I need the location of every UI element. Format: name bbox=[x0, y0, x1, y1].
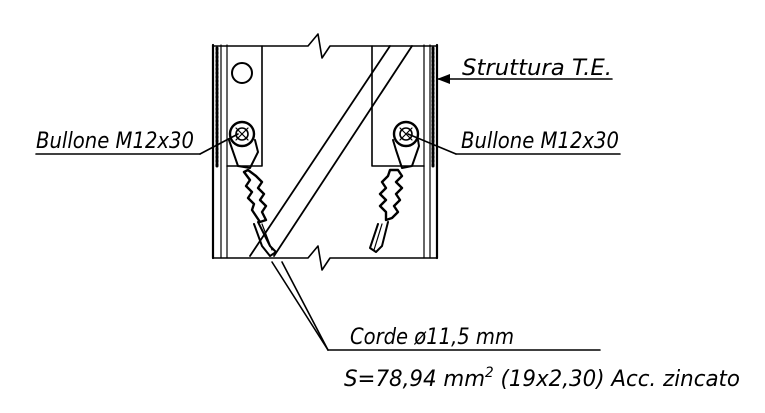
leader-bullone-left bbox=[35, 133, 239, 155]
label-struttura: Struttura T.E. bbox=[462, 56, 612, 81]
label-bullone-right: Bullone M12x30 bbox=[461, 129, 619, 154]
structure-frame bbox=[211, 33, 439, 271]
leader-corde bbox=[271, 261, 601, 351]
hole-circle bbox=[231, 62, 253, 84]
section-prefix: S=78,94 mm bbox=[344, 367, 485, 392]
diagonal-member bbox=[249, 45, 413, 257]
leader-bullone-right bbox=[407, 133, 621, 155]
label-section: S=78,94 mm2 (19x2,30) Acc. zincato bbox=[344, 365, 740, 392]
leader-struttura bbox=[436, 74, 613, 84]
section-suffix: (19x2,30) Acc. zincato bbox=[494, 367, 740, 392]
label-bullone-left: Bullone M12x30 bbox=[36, 129, 194, 154]
weld-hatching bbox=[215, 46, 435, 168]
right-bolt-clamp bbox=[369, 120, 420, 253]
label-corde: Corde ø11,5 mm bbox=[350, 325, 514, 350]
left-bolt-clamp bbox=[228, 120, 277, 257]
section-superscript: 2 bbox=[485, 365, 494, 381]
